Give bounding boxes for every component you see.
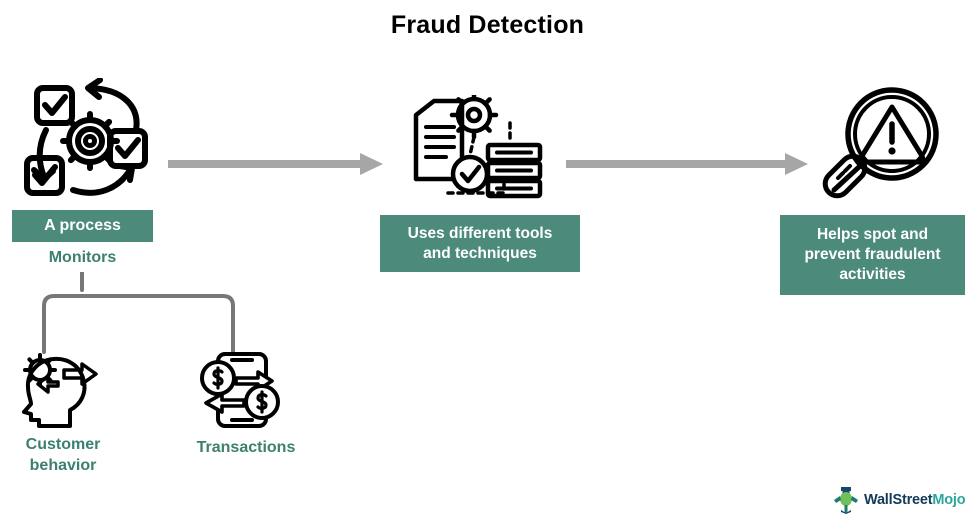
- step-2-label-text: Uses different tools and techniques: [408, 224, 553, 264]
- step-1-label-box: A process: [12, 210, 153, 242]
- step-3-line-1: Helps spot and: [816, 226, 929, 244]
- flow-arrow-1-icon: [168, 152, 383, 176]
- flow-arrow-2-icon: [566, 152, 808, 176]
- step-2-label-box: Uses different tools and techniques: [380, 215, 580, 272]
- customer-behavior-line-2: behavior: [29, 456, 97, 474]
- monitors-label: Monitors: [48, 249, 117, 266]
- customer-behavior-label: Customer behavior: [0, 435, 126, 477]
- money-exchange-icon: [196, 350, 288, 430]
- transactions-label: Transactions: [196, 439, 296, 456]
- step-1-label: A process: [44, 216, 121, 234]
- step-2-line-2: and techniques: [423, 244, 537, 262]
- page-title: Fraud Detection: [390, 11, 585, 39]
- brand-name-accent: Mojo: [932, 492, 966, 508]
- brand-wordmark: WallStreetMojo: [864, 492, 966, 508]
- magnifier-warning-icon: [812, 86, 946, 206]
- step-2-line-1: Uses different tools: [407, 224, 553, 242]
- monitors-fork-connector: [38, 270, 253, 354]
- brand-logo: WallStreetMojo: [833, 484, 968, 516]
- step-3-line-3: activities: [839, 265, 906, 283]
- document-gear-server-icon: [400, 90, 545, 203]
- step-3-line-2: prevent fraudulent: [804, 246, 941, 264]
- wallstreetmojo-mascot-icon: [833, 486, 859, 514]
- head-gear-arrows-icon: [12, 346, 112, 430]
- process-cycle-icon: [18, 77, 158, 204]
- customer-behavior-line-1: Customer: [25, 436, 101, 453]
- brand-name-primary: WallStreet: [864, 492, 933, 508]
- step-3-label-box: Helps spot and prevent fraudulent activi…: [780, 215, 965, 295]
- step-3-label-text: Helps spot and prevent fraudulent activi…: [804, 225, 940, 284]
